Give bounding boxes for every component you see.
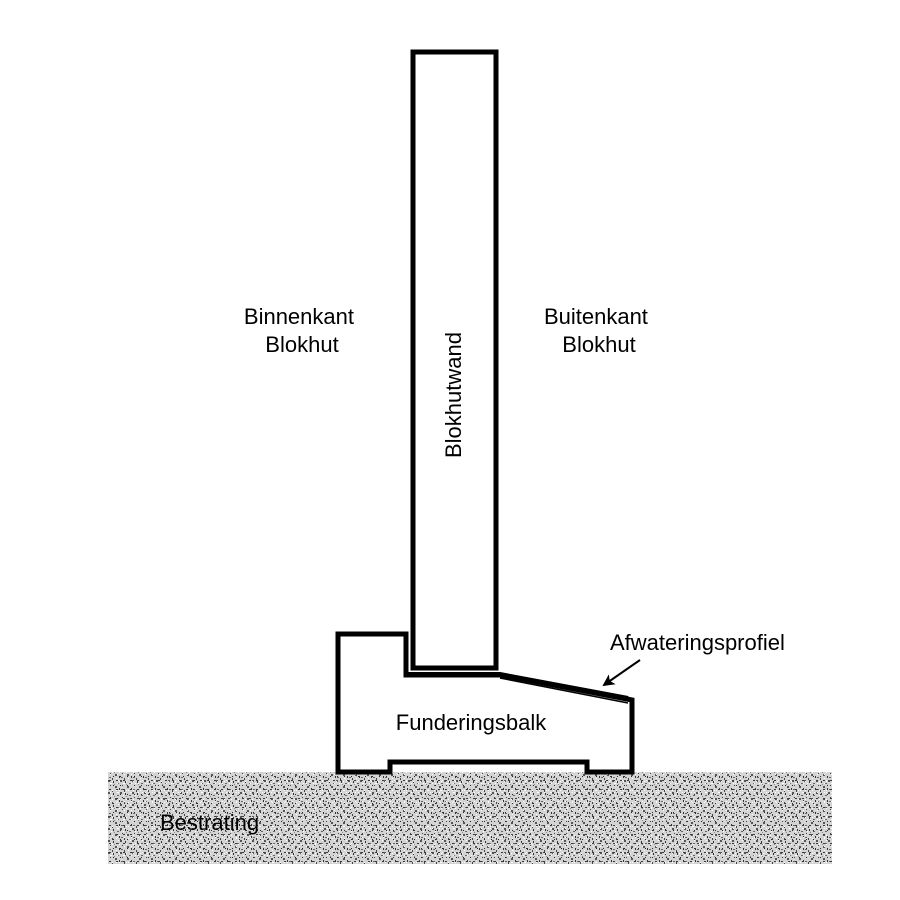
outside-label-line-1: Buitenkant bbox=[544, 304, 648, 329]
inside-label-line-1: Binnenkant bbox=[244, 304, 354, 329]
drainage-profile-label: Afwateringsprofiel bbox=[610, 630, 785, 655]
drainage-profile-arrow bbox=[602, 659, 641, 687]
paving-label: Bestrating bbox=[160, 810, 259, 835]
outside-label: Buitenkant Blokhut bbox=[544, 304, 654, 357]
wall-label: Blokhutwand bbox=[441, 332, 466, 458]
drainage-profile-step bbox=[499, 677, 629, 704]
drainage-profile bbox=[404, 672, 629, 700]
inside-label: Binnenkant Blokhut bbox=[244, 304, 360, 357]
foundation-beam bbox=[335, 631, 635, 775]
paving bbox=[108, 772, 832, 864]
foundation-beam-label: Funderingsbalk bbox=[396, 710, 547, 735]
outside-label-line-2: Blokhut bbox=[562, 332, 635, 357]
log-cabin-wall bbox=[410, 49, 499, 671]
inside-label-line-2: Blokhut bbox=[265, 332, 338, 357]
